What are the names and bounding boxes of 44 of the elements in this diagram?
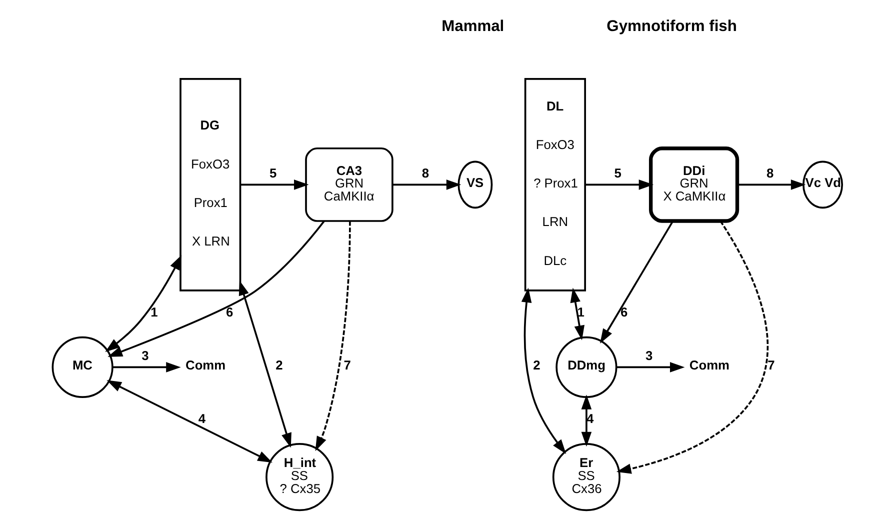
- arrow: [585, 180, 654, 190]
- edge-label: 7: [344, 358, 351, 373]
- edge-label: 8: [422, 166, 430, 181]
- edge-label: 8: [766, 166, 774, 181]
- node-circle: MC: [52, 336, 114, 398]
- arrow: [600, 220, 674, 344]
- node-text: Comm: [689, 358, 730, 373]
- arrow: [737, 180, 806, 190]
- label: Mammal: [442, 18, 504, 36]
- arrow: [240, 180, 309, 190]
- edge-label: 2: [533, 358, 540, 373]
- edge-label: 5: [614, 166, 622, 181]
- arrow: [315, 221, 351, 452]
- arrow: [392, 180, 462, 190]
- arrow: [521, 288, 566, 454]
- node-circle: H_int SS ? Cx35: [266, 443, 334, 512]
- label: Gymnotiform fish: [606, 18, 737, 36]
- edge-label: 5: [269, 166, 277, 181]
- arrow: [112, 362, 181, 372]
- node-box: DDi GRN X CaMKIIα: [648, 146, 740, 223]
- arrow: [105, 255, 182, 352]
- edge-label: 7: [768, 358, 775, 373]
- node-circle: DDmg: [556, 336, 618, 398]
- node-circle: Er SS Cx36: [552, 443, 620, 512]
- edge-label: 3: [646, 348, 653, 364]
- node-ellipse: Vc Vd: [802, 160, 844, 209]
- arrow: [108, 220, 325, 357]
- edge-label: 6: [226, 304, 234, 320]
- edge-label: 3: [142, 348, 149, 364]
- arrow: [616, 220, 768, 474]
- node-ellipse: VS: [458, 160, 493, 209]
- node-box: CA3 GRN CaMKIIα: [305, 147, 394, 222]
- arrow: [570, 288, 585, 340]
- edge-label: 1: [577, 304, 584, 320]
- arrow: [616, 362, 685, 372]
- edge-label: 1: [150, 304, 158, 320]
- node-box: DG FoxO3 Prox1 X LRN: [180, 78, 242, 292]
- node-box: DL FoxO3 ? Prox1 LRN DLc: [524, 78, 586, 292]
- edge-label: 4: [198, 411, 206, 426]
- edge-label: 6: [620, 304, 628, 320]
- edge-label: 2: [276, 358, 283, 373]
- arrow: [238, 280, 292, 448]
- node-text: Comm: [186, 358, 226, 373]
- arrow: [106, 380, 272, 463]
